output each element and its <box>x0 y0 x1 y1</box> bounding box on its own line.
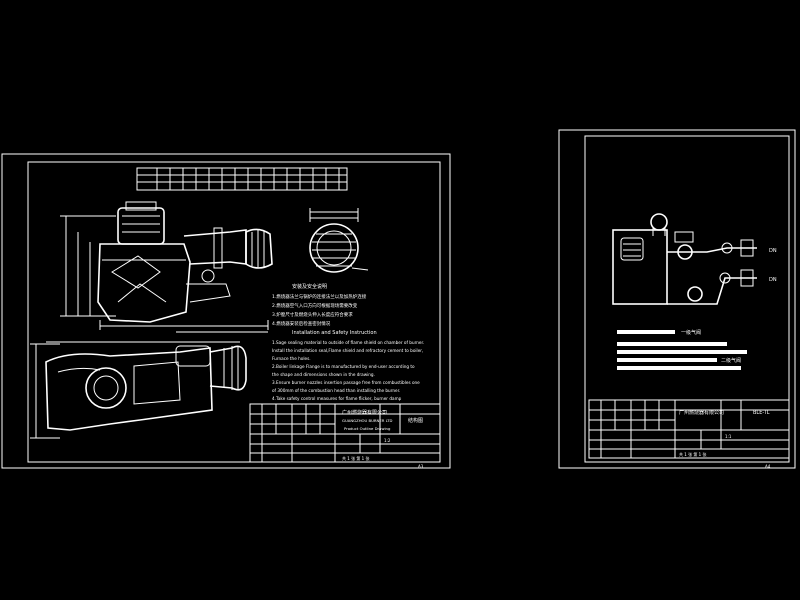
notes-line-en-7: of 300mm of the combustion head than ins… <box>272 388 400 393</box>
notes-line-en-3: Furnace the holes. <box>272 356 311 361</box>
notes-heading-cn: 安装及安全说明 <box>292 283 327 290</box>
piping-diagram <box>612 213 757 305</box>
title-company-cn: 广州燃烧器有限公司 <box>342 409 387 416</box>
right-title-drawing-no: BLE-TL <box>753 410 770 416</box>
inner-frame <box>27 161 441 463</box>
right-sheet-size-tag: A4 <box>765 464 771 469</box>
left-drawing-sheet: 安装及安全说明 1.燃烧器法兰与锅炉的连接法兰以及加热炉连接 2.燃烧器空气入口… <box>0 152 452 470</box>
notes-line-en-8: 4.Take safety control measures for flame… <box>272 396 402 401</box>
legend-block: 一级气阀 二级气阀 <box>617 329 747 370</box>
valve-tag-top: DN <box>769 248 777 254</box>
legend-label-2: 二级气阀 <box>721 357 741 364</box>
legend-label-1: 一级气阀 <box>681 329 701 336</box>
outer-frame <box>558 129 796 469</box>
outer-frame <box>1 153 451 469</box>
burner-outline-drawing: 安装及安全说明 1.燃烧器法兰与锅炉的连接法兰以及加热炉连接 2.燃烧器空气入口… <box>1 153 451 469</box>
notes-line-cn-1: 1.燃烧器法兰与锅炉的连接法兰以及加热炉连接 <box>272 293 367 300</box>
valve-tag-bottom: DN <box>769 277 777 283</box>
title-company-en: GUANGZHOU BURNER LTD <box>342 418 393 423</box>
gas-train-schematic: DN DN 一级气阀 二级气阀 广州燃烧器有限公司 BLE-TL 1:1 共 1… <box>558 129 796 469</box>
title-block-right: 广州燃烧器有限公司 BLE-TL 1:1 共 1 张 第 1 张 <box>588 399 790 459</box>
title-scale: 1:2 <box>384 438 391 443</box>
right-title-sheet-count: 共 1 张 第 1 张 <box>679 451 706 457</box>
notes-line-en-5: the shape and dimensions shown in the dr… <box>272 372 375 377</box>
burner-top-view-lower <box>30 341 247 439</box>
title-drawing-no: 结构图 <box>408 417 423 424</box>
right-title-company: 广州燃烧器有限公司 <box>679 409 724 416</box>
notes-line-cn-2: 2.燃烧器空气入口方向可根据现场需要改变 <box>272 302 358 309</box>
notes-heading-en: Installation and Safety Instruction <box>292 330 377 336</box>
parameter-table <box>136 167 348 191</box>
burner-side-view-upper <box>60 201 273 333</box>
sheet-size-tag: A3 <box>418 464 424 469</box>
installation-notes: 安装及安全说明 1.燃烧器法兰与锅炉的连接法兰以及加热炉连接 2.燃烧器空气入口… <box>272 283 424 401</box>
notes-line-en-1: 1.Sage sealing material to outside of fl… <box>272 340 424 345</box>
title-sheet-count: 共 1 张 第 1 张 <box>342 455 369 461</box>
notes-line-en-2: Install the installation seal,Flame shie… <box>272 348 423 353</box>
inner-frame <box>584 135 790 463</box>
notes-line-en-6: 3.Ensure burner nozzles insertion passag… <box>272 380 420 385</box>
right-drawing-sheet: DN DN 一级气阀 二级气阀 广州燃烧器有限公司 BLE-TL 1:1 共 1… <box>557 128 797 470</box>
title-subtitle: Product Outline Drawing <box>344 426 391 431</box>
notes-line-en-4: 2.Boiler linkage Flange is to manufactur… <box>272 364 415 369</box>
right-title-scale: 1:1 <box>725 434 732 439</box>
title-block-left: 广州燃烧器有限公司 GUANGZHOU BURNER LTD Product O… <box>249 403 441 463</box>
notes-line-cn-4: 4.燃烧器安装后检查密封情况 <box>272 320 331 327</box>
flange-front-view <box>309 208 369 273</box>
notes-line-cn-3: 3.炉膛尺寸及燃烧头伸入长度应符合要求 <box>272 311 353 318</box>
